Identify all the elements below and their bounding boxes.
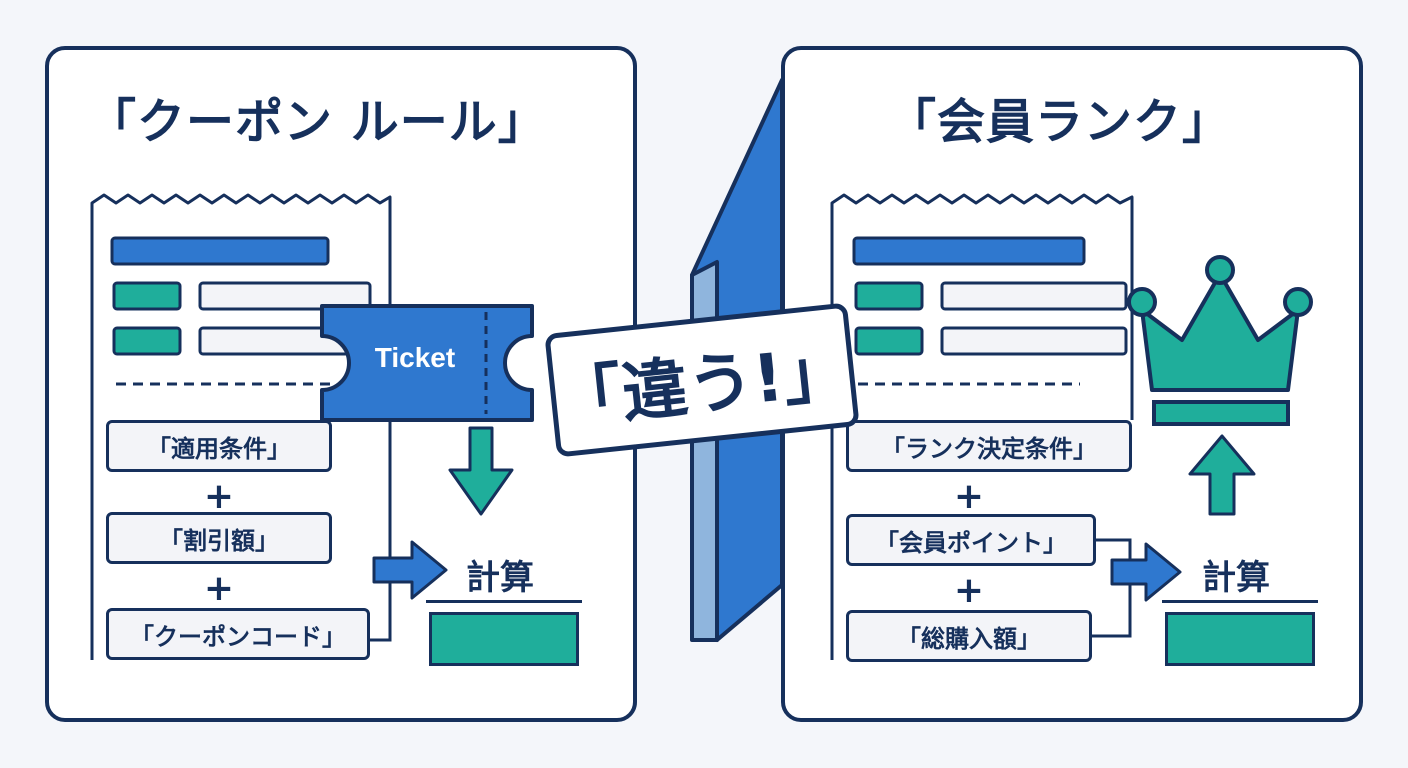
condition-rank: 「ランク決定条件」 — [846, 420, 1132, 472]
calculation-label: 計算 — [466, 558, 534, 598]
difference-label: 「違う!」 — [552, 331, 853, 440]
plus-sign: + — [953, 570, 985, 611]
plus-sign: + — [203, 568, 235, 609]
calculation-label: 計算 — [1202, 558, 1270, 598]
condition-discount: 「割引額」 — [106, 512, 332, 564]
calculation-result — [429, 612, 579, 666]
calculation-result — [1165, 612, 1315, 666]
ticket-label: Ticket — [374, 342, 456, 373]
member-rank-title: 「会員ランク」 — [888, 94, 1232, 150]
plus-sign: + — [203, 476, 235, 517]
plus-sign: + — [953, 476, 985, 517]
calculation-line — [426, 600, 582, 603]
calculation-line — [1162, 600, 1318, 603]
condition-coupon-code: 「クーポンコード」 — [106, 608, 370, 660]
coupon-rule-title: 「クーポン ルール」 — [88, 94, 547, 150]
condition-apply: 「適用条件」 — [106, 420, 332, 472]
condition-member-points: 「会員ポイント」 — [846, 514, 1096, 566]
condition-total-purchase: 「総購入額」 — [846, 610, 1092, 662]
